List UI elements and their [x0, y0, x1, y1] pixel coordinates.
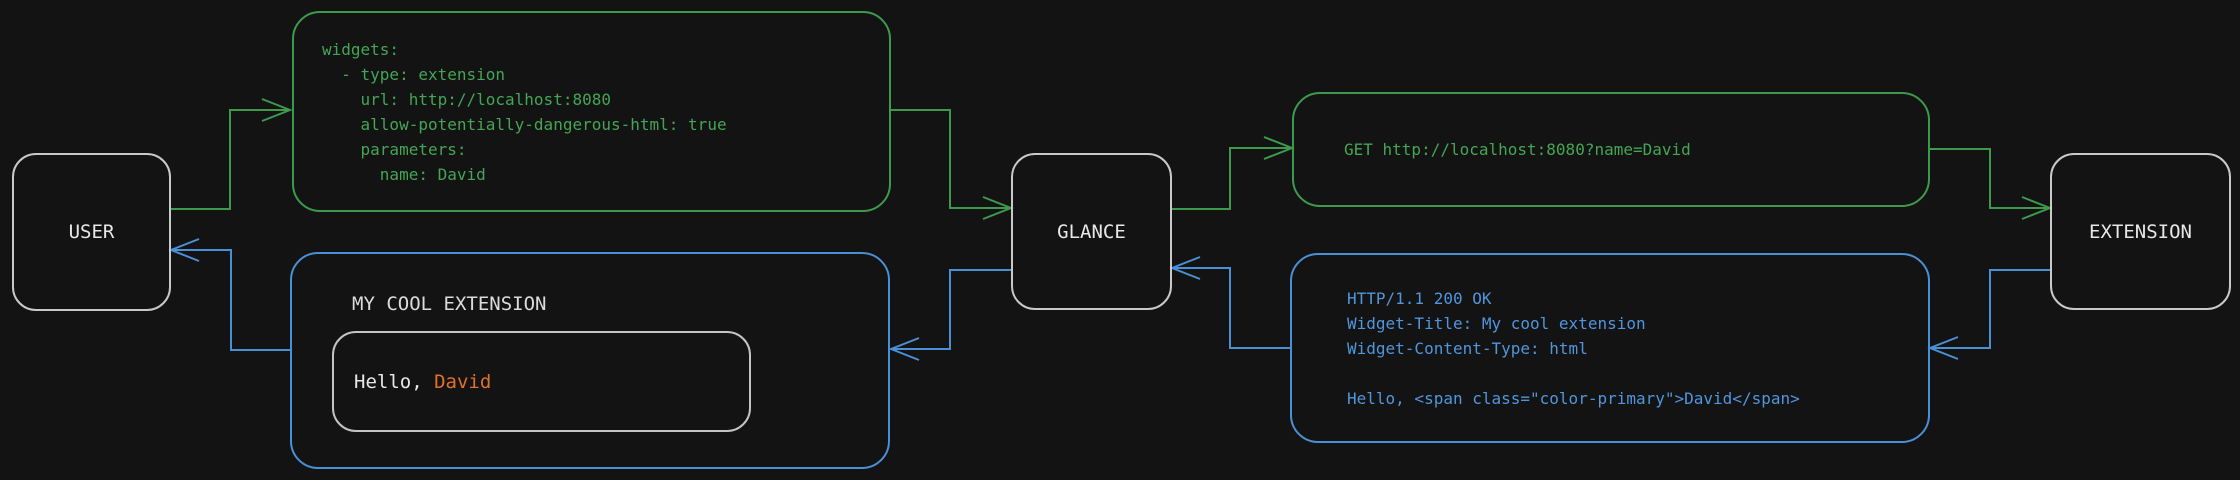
arrow-config-to-glance [891, 109, 1014, 220]
config-yaml-code: widgets: - type: extension url: http://l… [322, 39, 727, 184]
message-http-response: HTTP/1.1 200 OK Widget-Title: My cool ex… [1290, 253, 1930, 443]
node-extension-label: EXTENSION [2089, 220, 2192, 243]
arrow-request-to-extension [1930, 148, 2053, 220]
node-user-label: USER [68, 221, 115, 243]
arrow-glance-to-request [1172, 136, 1295, 210]
greeting-prefix: Hello, [354, 370, 435, 393]
http-request-text: GET http://localhost:8080?name=David [1344, 140, 1691, 159]
message-config-yaml: widgets: - type: extension url: http://l… [292, 11, 891, 212]
node-extension: EXTENSION [2050, 153, 2231, 310]
arrow-extension-to-response [1927, 269, 2050, 360]
arrow-glance-to-widget [888, 269, 1011, 361]
node-glance: GLANCE [1011, 153, 1172, 310]
arrow-user-to-config [171, 98, 293, 210]
message-http-request: GET http://localhost:8080?name=David [1292, 92, 1930, 207]
widget-greeting-box: Hello, David [332, 331, 751, 432]
http-response-code: HTTP/1.1 200 OK Widget-Title: My cool ex… [1347, 288, 1800, 408]
arrow-response-to-glance [1169, 256, 1290, 349]
node-glance-label: GLANCE [1057, 220, 1126, 243]
arrow-widget-to-user [168, 238, 290, 351]
node-user: USER [12, 153, 171, 311]
widget-title: MY COOL EXTENSION [352, 293, 547, 315]
greeting-name: David [434, 370, 492, 393]
message-rendered-widget: MY COOL EXTENSION Hello, David [290, 252, 890, 469]
